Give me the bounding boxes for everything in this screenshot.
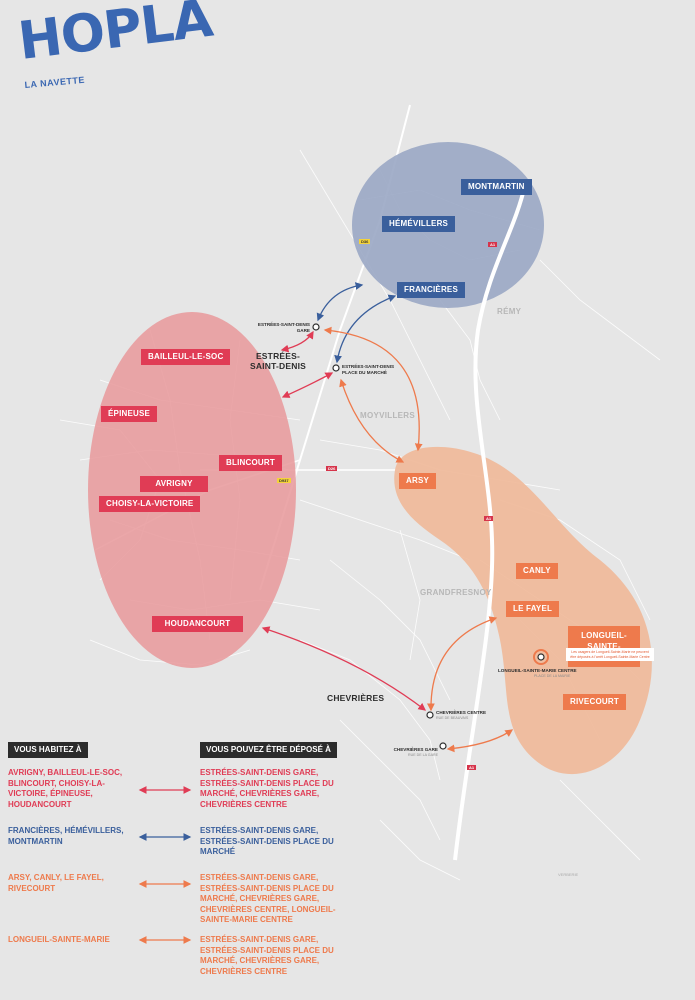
label-bailleul-le-soc: BAILLEUL-LE-SOC xyxy=(141,349,231,365)
logo: HOPLÀ LA NAVETTE xyxy=(15,0,262,102)
stop-label-chevrieres-gare: CHEVRIÈRES GARE RUE DE LA GARE xyxy=(380,747,438,758)
note-longueil: Les usagers de Longueil-Sainte-Marie ne … xyxy=(566,648,654,661)
legend-header-to: VOUS POUVEZ ÊTRE DÉPOSÉ À xyxy=(200,742,337,758)
label-le-fayel: LE FAYEL xyxy=(506,601,560,617)
road-marker-d26: D26 xyxy=(326,466,338,471)
label-arsy: ARSY xyxy=(399,473,437,489)
stop-marker-estrees-gare xyxy=(312,323,320,331)
stop-marker-longueil-halo xyxy=(533,649,549,665)
legend-row-1-to: ESTRÉES-SAINT-DENIS GARE, ESTRÉES-SAINT-… xyxy=(200,768,334,809)
legend-row-3-from: ARSY, CANLY, LE FAYEL, RIVECOURT xyxy=(8,873,104,893)
label-houdancourt: HOUDANCOURT xyxy=(152,616,243,632)
logo-subtitle: LA NAVETTE xyxy=(24,74,86,90)
label-canly: CANLY xyxy=(516,563,558,579)
legend-row-4-from: LONGUEIL-SAINTE-MARIE xyxy=(8,935,110,944)
legend-header-from: VOUS HABITEZ À xyxy=(8,742,88,758)
route-arrows-blue xyxy=(316,282,397,364)
stop-marker-longueil xyxy=(537,653,545,661)
legend-arrows xyxy=(138,786,192,944)
legend-row-1-from: AVRIGNY, BAILLEUL-LE-SOC, BLINCOURT, CHO… xyxy=(8,768,123,809)
label-blincourt: BLINCOURT xyxy=(219,455,282,471)
town-chevrieres: CHEVRIÈRES xyxy=(327,693,385,703)
town-estrees-saint-denis: ESTRÉES-SAINT-DENIS xyxy=(249,351,307,371)
label-francieres: FRANCIÈRES xyxy=(397,282,466,298)
label-avrigny: AVRIGNY xyxy=(140,476,208,492)
legend-row-2-to: ESTRÉES-SAINT-DENIS GARE, ESTRÉES-SAINT-… xyxy=(200,826,334,856)
road-marker-a1-north: A1 xyxy=(488,242,498,247)
stop-marker-chevrieres-gare xyxy=(439,742,447,750)
logo-title: HOPLÀ xyxy=(15,0,216,72)
stop-street: RUE DE LA GARE xyxy=(408,752,438,757)
label-hemevillers: HÉMÉVILLERS xyxy=(382,216,456,232)
stop-name: LONGUEIL-SAINTE-MARIE CENTRE xyxy=(498,668,577,673)
stop-label-longueil-centre: LONGUEIL-SAINTE-MARIE CENTRE PLACE DE LA… xyxy=(498,668,577,679)
road-marker-d36: D36 xyxy=(359,239,371,244)
road-marker-a1-south: A1 xyxy=(467,765,477,770)
label-montmartin: MONTMARTIN xyxy=(461,179,532,195)
place-remy: RÉMY xyxy=(497,307,522,316)
place-verberie: VERBERIE xyxy=(558,872,579,877)
stop-label-estrees-gare: ESTRÉES-SAINT-DENIS GARE xyxy=(257,322,310,333)
stop-marker-chevrieres-centre xyxy=(426,711,434,719)
stop-name: CHEVRIÈRES GARE xyxy=(393,747,438,752)
label-epineuse: ÉPINEUSE xyxy=(101,406,158,422)
place-moyvillers: MOYVILLERS xyxy=(360,411,416,420)
label-choisy-la-victoire: CHOISY-LA-VICTOIRE xyxy=(99,496,201,512)
stop-street: PLACE DE LA MAIRIE xyxy=(534,673,571,678)
route-arrows-orange xyxy=(323,326,514,753)
legend-row-2-from: FRANCIÈRES, HÉMÉVILLERS, MONTMARTIN xyxy=(8,826,124,846)
road-marker-d937: D937 xyxy=(277,478,291,483)
stop-label-chevrieres-centre: CHEVRIÈRES CENTRE RUE DE BEAUVAIS xyxy=(436,710,486,721)
stop-label-estrees-marche: ESTRÉES-SAINT-DENIS PLACE DU MARCHÉ xyxy=(342,364,395,375)
legend-row-4-to: ESTRÉES-SAINT-DENIS GARE, ESTRÉES-SAINT-… xyxy=(200,935,334,976)
place-grandfresnoy: GRANDFRESNOY xyxy=(420,588,492,597)
legend-row-3-to: ESTRÉES-SAINT-DENIS GARE, ESTRÉES-SAINT-… xyxy=(200,873,336,924)
stop-street: RUE DE BEAUVAIS xyxy=(436,715,469,720)
stop-marker-estrees-marche xyxy=(332,364,340,372)
stop-name: CHEVRIÈRES CENTRE xyxy=(436,710,487,715)
label-rivecourt: RIVECOURT xyxy=(563,694,626,710)
road-marker-a1-middle: A1 xyxy=(484,516,494,521)
